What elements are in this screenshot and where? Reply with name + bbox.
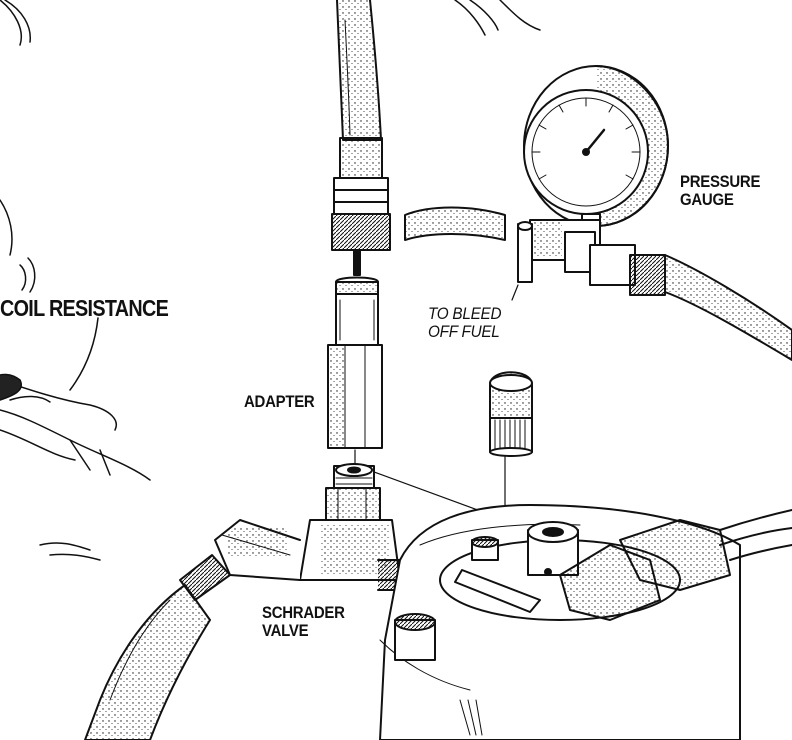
adapter bbox=[328, 278, 382, 449]
pressure-gauge bbox=[524, 66, 668, 230]
upper-fuel-hose bbox=[337, 0, 381, 140]
quick-connect-coupling bbox=[332, 138, 390, 275]
lower-fuel-hose bbox=[85, 585, 210, 740]
left-hand-sketch bbox=[0, 0, 540, 560]
coil-resistance-label: COIL RESISTANCE bbox=[0, 296, 168, 320]
schrader-valve-fitting bbox=[180, 464, 404, 600]
bleed-off-fuel-label: TO BLEED OFF FUEL bbox=[428, 305, 501, 341]
valve-cap bbox=[490, 372, 532, 456]
schrader-valve-label: SCHRADER VALVE bbox=[262, 604, 345, 640]
adapter-label: ADAPTER bbox=[244, 393, 314, 411]
pressure-gauge-label: PRESSURE GAUGE bbox=[680, 173, 760, 209]
